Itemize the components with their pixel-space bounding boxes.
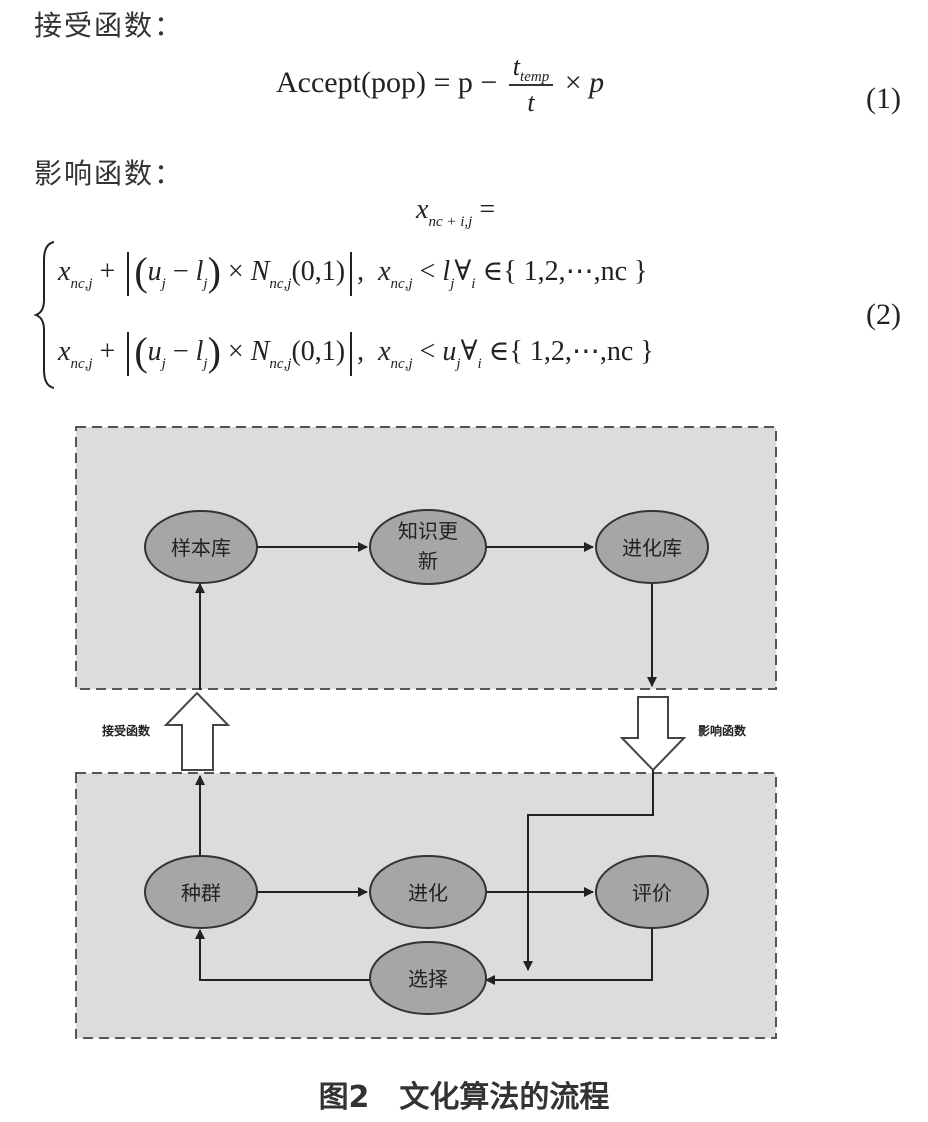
edge-evaluate-to-select bbox=[485, 927, 653, 985]
accept-function-arrow bbox=[163, 691, 231, 771]
node-sample-library bbox=[144, 510, 258, 584]
node-select bbox=[369, 941, 487, 1015]
node-label-evaluate: 评价 bbox=[632, 881, 672, 905]
node-knowledge-update bbox=[369, 509, 487, 585]
node-population bbox=[144, 855, 258, 929]
eq1-fraction: ttemp t bbox=[508, 52, 554, 118]
equation-2-number: (2) bbox=[866, 298, 901, 331]
eq1-arg: pop bbox=[370, 65, 416, 99]
node-evolve bbox=[369, 855, 487, 929]
equation-2-row-1: xnc,j + (uj − lj) × Nnc,j(0,1), xnc,j < … bbox=[58, 249, 648, 296]
eq1-times: × bbox=[564, 65, 582, 99]
eq1-minus: − bbox=[480, 65, 498, 99]
equation-1-number: (1) bbox=[866, 82, 901, 115]
eq1-p1: p bbox=[457, 65, 473, 99]
node-evaluate bbox=[595, 855, 709, 929]
influence-function-arrow bbox=[619, 696, 687, 772]
node-label-population: 种群 bbox=[181, 881, 221, 905]
node-label-evolution-library: 进化库 bbox=[622, 536, 682, 560]
eq1-eq: = bbox=[433, 65, 451, 99]
node-label-knowledge-update-2: 新 bbox=[418, 549, 438, 573]
node-label-select: 选择 bbox=[408, 967, 448, 991]
node-label-sample-library: 样本库 bbox=[171, 536, 231, 560]
section-label-accept-function: 接受函数： bbox=[34, 9, 185, 42]
eq1-p2: p bbox=[589, 65, 605, 99]
node-label-knowledge-update-1: 知识更 bbox=[398, 519, 458, 543]
node-evolution-library bbox=[595, 510, 709, 584]
influence-function-label: 影响函数 bbox=[698, 723, 747, 738]
eq1-num-var: t bbox=[512, 52, 521, 81]
eq1-den: t bbox=[527, 88, 535, 117]
section-label-influence-function: 影响函数： bbox=[34, 157, 185, 190]
edge-select-to-population bbox=[195, 929, 370, 981]
accept-function-label: 接受函数 bbox=[102, 723, 151, 738]
eq1-num-sub: temp bbox=[520, 69, 550, 85]
equation-2-lhs: xnc + i,j = bbox=[416, 194, 496, 230]
equation-1: Accept(pop) = p − ttemp t × p bbox=[276, 52, 605, 118]
node-label-evolve: 进化 bbox=[408, 881, 448, 905]
equation-2-row-2: xnc,j + (uj − lj) × Nnc,j(0,1), xnc,j < … bbox=[58, 329, 654, 376]
left-brace bbox=[34, 241, 55, 389]
figure-caption: 图2 文化算法的流程 bbox=[318, 1080, 610, 1115]
eq1-lhs: Accept bbox=[276, 65, 361, 99]
